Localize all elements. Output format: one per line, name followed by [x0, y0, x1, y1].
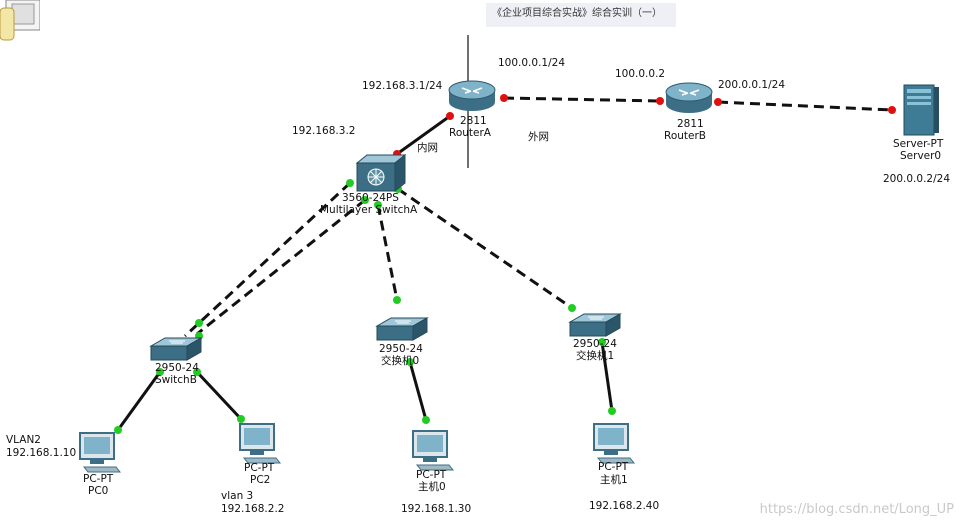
pc2-icon[interactable]: [239, 423, 282, 464]
link-switch0-host0: [408, 361, 428, 421]
routerA-name: RouterA: [449, 127, 491, 139]
pc2-ip: 192.168.2.2: [221, 503, 285, 515]
port-dot-up: [193, 368, 201, 376]
watermark: https://blog.csdn.net/Long_UP: [759, 502, 954, 517]
switch1-model: 2950-24: [573, 338, 617, 350]
server-ip: 200.0.0.2/24: [883, 173, 950, 185]
port-dot-up: [237, 415, 245, 423]
port-dot-up: [346, 179, 354, 187]
port-dot-up: [114, 426, 122, 434]
server-model: Server-PT: [893, 138, 944, 150]
port-dot-up: [568, 304, 576, 312]
pc2-vlan: vlan 3: [221, 490, 254, 502]
routerA-model: 2811: [460, 115, 487, 127]
link-switch1-host1: [600, 341, 614, 412]
host0-ip: 192.168.1.30: [401, 503, 472, 515]
routerB-model: 2811: [677, 118, 704, 130]
port-dot-down: [446, 112, 454, 120]
link-switchA-switchB-2: [196, 198, 366, 336]
link-switchA-switchB-1: [183, 181, 352, 338]
port-dot-up: [361, 196, 369, 204]
host0-name: 主机0: [418, 481, 446, 493]
port-dot-down: [500, 94, 508, 102]
pc0-vlan: VLAN2: [6, 434, 41, 446]
link-routerA-switchA: [396, 114, 451, 156]
link-switchB-pc0: [116, 371, 162, 431]
pc2-name: PC2: [250, 474, 271, 486]
switchA-model: 3560-24PS: [342, 192, 399, 204]
title-background: [486, 3, 676, 27]
pc0-icon[interactable]: [79, 432, 122, 473]
host0-icon[interactable]: [412, 430, 455, 471]
port-dot-up: [422, 416, 430, 424]
port-dot-up: [195, 319, 203, 327]
host1-ip: 192.168.2.40: [589, 500, 660, 512]
switch-0-icon[interactable]: [375, 317, 429, 341]
routerB-name: RouterB: [664, 130, 706, 142]
host1-name: 主机1: [600, 474, 628, 486]
switchB-name: SwitchB: [155, 374, 197, 386]
port-dot-up: [393, 296, 401, 304]
port-dot-up: [374, 201, 382, 209]
link-switchB-pc2: [195, 370, 243, 421]
link-switchA-switch1: [397, 187, 573, 310]
port-dot-down: [888, 106, 896, 114]
host1-icon[interactable]: [593, 423, 636, 464]
link-routerA-routerB: [503, 96, 661, 103]
router-a-icon[interactable]: [448, 80, 496, 111]
switchB-model: 2950-24: [155, 362, 199, 374]
lan-note: 内网: [417, 142, 438, 154]
pc0-name: PC0: [88, 485, 109, 497]
port-dot-up: [598, 338, 606, 346]
server-name: Server0: [900, 150, 942, 162]
link-switchA-switch0: [376, 204, 399, 301]
switchA-name: Multilayer SwitchA: [320, 204, 418, 216]
routerB-left-ip: 100.0.0.2: [615, 68, 666, 80]
switch-1-icon[interactable]: [568, 313, 622, 337]
port-dot-up: [406, 358, 414, 366]
routerA-wan-ip: 100.0.0.1/24: [498, 57, 565, 69]
link-routerB-server: [717, 100, 893, 112]
pc0-ip: 192.168.1.10: [6, 447, 77, 459]
pc0-model: PC-PT: [83, 473, 114, 485]
switch-b-icon[interactable]: [149, 337, 203, 361]
wan-note: 外网: [528, 131, 549, 143]
switch0-name: 交换机0: [381, 355, 420, 367]
port-dot-down: [656, 97, 664, 105]
port-dot-up: [156, 368, 164, 376]
routerA-lan-ip: 192.168.3.1/24: [362, 80, 443, 92]
diagram-title: 《企业项目综合实战》综合实训（一）: [492, 8, 662, 19]
multilayer-switch-a-icon[interactable]: [355, 153, 407, 193]
server-icon[interactable]: [903, 84, 939, 136]
port-dot-down: [714, 98, 722, 106]
router-b-icon[interactable]: [665, 82, 713, 113]
port-dots: [114, 94, 896, 434]
switch0-model: 2950-24: [379, 343, 423, 355]
host0-model: PC-PT: [416, 469, 447, 481]
routerB-right-ip: 200.0.0.1/24: [718, 79, 785, 91]
switchA-ip: 192.168.3.2: [292, 125, 356, 137]
links: [116, 96, 893, 431]
pc2-model: PC-PT: [244, 462, 275, 474]
port-dot-up: [608, 407, 616, 415]
switch1-name: 交换机1: [576, 350, 615, 362]
toolbar-note-icon[interactable]: [0, 0, 40, 44]
host1-model: PC-PT: [598, 461, 629, 473]
